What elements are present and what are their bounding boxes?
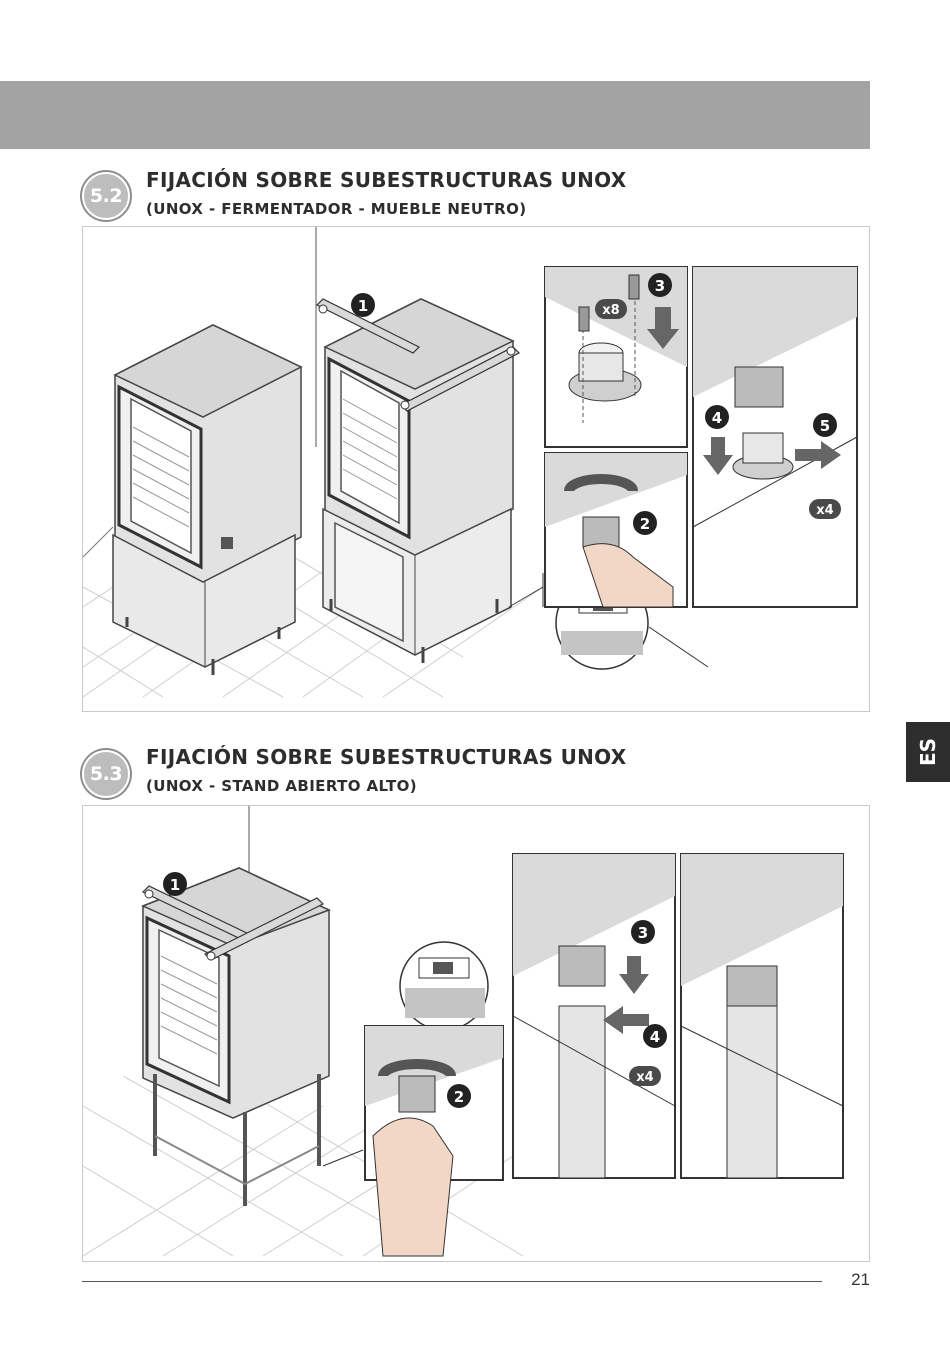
section-badge-5-3: 5.3 — [82, 750, 130, 798]
svg-text:4: 4 — [712, 409, 722, 427]
screw-icon-2 — [629, 275, 639, 299]
svg-text:3: 3 — [638, 924, 648, 942]
svg-text:2: 2 — [454, 1088, 464, 1106]
section-subtitle-5-3: (UNOX - STAND ABIERTO ALTO) — [146, 777, 417, 795]
screw-icon — [579, 307, 589, 331]
oven-illustration — [113, 325, 301, 675]
svg-text:x8: x8 — [602, 303, 619, 318]
section-badge-5-2: 5.2 — [82, 172, 130, 220]
svg-text:2: 2 — [640, 515, 650, 533]
language-tab: ES — [906, 722, 950, 782]
svg-text:4: 4 — [650, 1028, 660, 1046]
language-tab-label: ES — [916, 738, 940, 766]
detail-panel-2: 3 4 x4 — [513, 854, 675, 1178]
svg-text:x4: x4 — [636, 1070, 653, 1085]
figure-5-3: 2 3 4 x4 1 — [82, 805, 870, 1262]
detail-panel-1: 2 — [365, 1026, 503, 1256]
hand-illustration — [373, 1118, 453, 1256]
detail-panel-1: x8 3 — [545, 267, 687, 447]
oven-illustration — [143, 868, 329, 1206]
section-number: 5.2 — [90, 185, 122, 207]
svg-text:5: 5 — [820, 417, 830, 435]
detail-panel-3 — [681, 854, 843, 1178]
oven-illustration-2 — [323, 299, 513, 663]
svg-text:1: 1 — [170, 876, 180, 894]
footer-rule — [82, 1281, 822, 1282]
section-subtitle-5-2: (UNOX - FERMENTADOR - MUEBLE NEUTRO) — [146, 200, 527, 218]
detail-panel-3: 4 5 x4 — [693, 267, 857, 607]
svg-text:3: 3 — [655, 277, 665, 295]
section-number: 5.3 — [90, 763, 122, 785]
figure-5-3-illustration: 2 3 4 x4 1 — [83, 806, 869, 1261]
figure-5-2-illustration: x8 3 2 4 5 x4 — [83, 227, 869, 711]
svg-text:1: 1 — [358, 297, 368, 315]
detail-panel-2: 2 — [545, 453, 687, 607]
figure-5-2: x8 3 2 4 5 x4 — [82, 226, 870, 712]
section-title-5-3: FIJACIÓN SOBRE SUBESTRUCTURAS UNOX — [146, 745, 626, 769]
page-number: 21 — [840, 1270, 870, 1290]
header-band — [0, 81, 870, 149]
svg-text:x4: x4 — [816, 503, 833, 518]
section-title-5-2: FIJACIÓN SOBRE SUBESTRUCTURAS UNOX — [146, 168, 626, 192]
